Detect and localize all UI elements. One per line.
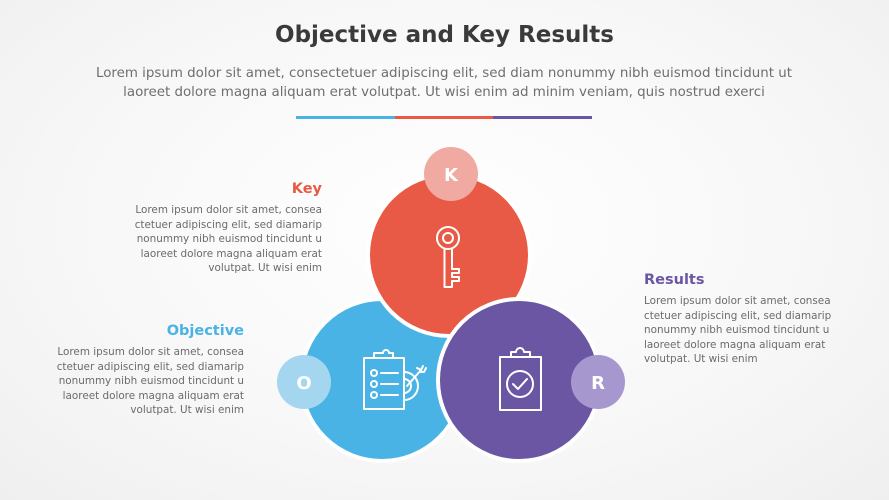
key-line: volutpat. Ut wisi enim: [208, 262, 322, 275]
objective-badge: O: [277, 355, 331, 409]
clipboard-check-icon: [499, 347, 542, 411]
key-badge: K: [424, 147, 478, 201]
divider-segment-blue: [296, 116, 395, 119]
objective-line: nonummy nibh euismod tincidunt u: [58, 375, 244, 388]
results-badge: R: [571, 355, 625, 409]
key-description: Lorem ipsum dolor sit amet, consea ctetu…: [112, 203, 322, 276]
results-description: Lorem ipsum dolor sit amet, consea ctetu…: [644, 294, 859, 367]
title-divider: [296, 116, 593, 119]
page-title: Objective and Key Results: [275, 22, 614, 48]
objective-text-block: Objective Lorem ipsum dolor sit amet, co…: [34, 323, 244, 418]
results-badge-letter: R: [591, 373, 605, 394]
objective-line: laoreet dolore magna aliquam erat: [62, 389, 244, 402]
key-text-block: Key Lorem ipsum dolor sit amet, consea c…: [112, 181, 322, 276]
results-heading: Results: [644, 272, 705, 288]
objective-description: Lorem ipsum dolor sit amet, consea ctetu…: [34, 345, 244, 418]
key-badge-letter: K: [444, 165, 459, 186]
key-line: Lorem ipsum dolor sit amet, consea: [135, 204, 322, 216]
objective-line: volutpat. Ut wisi enim: [130, 404, 244, 417]
key-heading: Key: [291, 181, 322, 197]
results-line: nonummy nibh euismod tincidunt u: [644, 324, 830, 337]
divider-segment-purple: [493, 116, 593, 119]
page-subtitle: Lorem ipsum dolor sit amet, consectetuer…: [44, 64, 844, 102]
results-line: Lorem ipsum dolor sit amet, consea: [644, 295, 831, 307]
objective-heading: Objective: [166, 323, 244, 339]
key-line: laoreet dolore magna aliquam erat: [140, 247, 322, 260]
subtitle-line-1: Lorem ipsum dolor sit amet, consectetuer…: [96, 66, 792, 81]
results-line: volutpat. Ut wisi enim: [644, 353, 758, 366]
objective-line: ctetuer adipiscing elit, sed diamarip: [56, 360, 244, 373]
subtitle-line-2: laoreet dolore magna aliquam erat volutp…: [123, 85, 765, 100]
objective-badge-letter: O: [296, 373, 311, 394]
results-line: laoreet dolore magna aliquam erat: [644, 338, 826, 351]
results-line: ctetuer adipiscing elit, sed diamarip: [644, 309, 832, 322]
key-line: ctetuer adipiscing elit, sed diamarip: [134, 218, 322, 231]
key-line: nonummy nibh euismod tincidunt u: [136, 233, 322, 246]
clipboard-target-icon: [363, 349, 427, 410]
divider-segment-red: [394, 116, 494, 119]
results-text-block: Results Lorem ipsum dolor sit amet, cons…: [644, 272, 859, 367]
key-icon: [436, 226, 460, 288]
objective-line: Lorem ipsum dolor sit amet, consea: [57, 346, 244, 358]
